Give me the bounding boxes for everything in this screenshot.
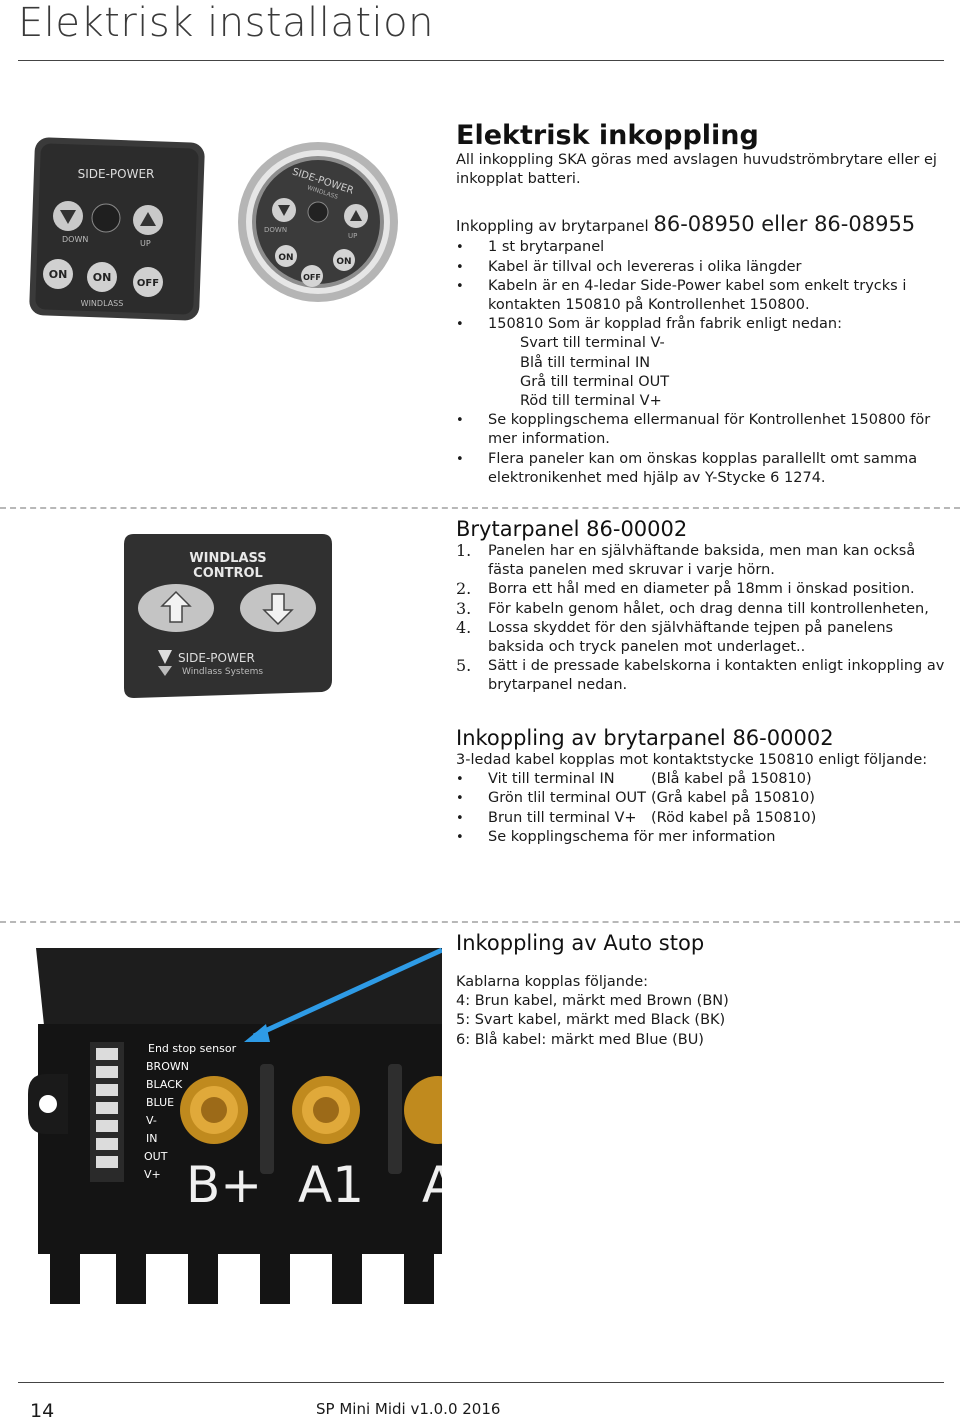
wiring-list: Vit till terminal IN(Blå kabel på 150810… bbox=[456, 770, 951, 847]
page-title: Elektrisk installation bbox=[18, 0, 434, 46]
sub-heading: Inkoppling av brytarpanel 86-08950 eller… bbox=[456, 212, 916, 237]
list-item: Se kopplingschema för mer information bbox=[456, 828, 951, 847]
panel-brand: SIDE-POWER bbox=[78, 167, 155, 181]
svg-text:V-: V- bbox=[146, 1114, 157, 1127]
svg-text:BROWN: BROWN bbox=[146, 1060, 189, 1073]
more-bullet-list: Se kopplingschema ellermanual för Kontro… bbox=[456, 411, 946, 488]
wiring-intro: 3-ledad kabel kopplas mot kontaktstycke … bbox=[456, 752, 928, 768]
svg-text:Windlass Systems: Windlass Systems bbox=[182, 667, 263, 677]
svg-text:B+: B+ bbox=[186, 1156, 262, 1214]
svg-text:DOWN: DOWN bbox=[62, 235, 88, 244]
svg-text:SIDE-POWER: SIDE-POWER bbox=[178, 651, 255, 665]
svg-text:ON: ON bbox=[93, 271, 112, 284]
svg-text:DOWN: DOWN bbox=[264, 226, 287, 234]
list-item: Flera paneler kan om önskas kopplas para… bbox=[456, 450, 946, 488]
svg-text:V+: V+ bbox=[144, 1168, 161, 1181]
section-heading: Brytarpanel 86-00002 bbox=[456, 517, 688, 541]
control-unit-photo: End stop sensor BROWN BLACK BLUE V- IN O… bbox=[28, 944, 442, 1304]
list-item: Brun till terminal V+(Röd kabel på 15081… bbox=[456, 809, 951, 828]
svg-text:CONTROL: CONTROL bbox=[193, 566, 263, 581]
svg-text:WINDLASS: WINDLASS bbox=[81, 299, 124, 308]
section-electric-connection: Elektrisk inkoppling All inkoppling SKA … bbox=[456, 120, 946, 488]
svg-text:UP: UP bbox=[348, 232, 357, 240]
list-item: Kabeln är en 4-ledar Side-Power kabel so… bbox=[456, 277, 946, 315]
svg-text:A1: A1 bbox=[298, 1156, 364, 1214]
svg-text:OFF: OFF bbox=[303, 273, 321, 282]
section-switch-panel: Brytarpanel 86-00002 1.Panelen har en sj… bbox=[456, 516, 951, 696]
panel-bullet-list: 1 st brytarpanel Kabel är tillval och le… bbox=[456, 238, 946, 334]
list-item: Se kopplingschema ellermanual för Kontro… bbox=[456, 411, 946, 449]
svg-text:ON: ON bbox=[49, 268, 68, 281]
svg-text:ON: ON bbox=[336, 257, 351, 267]
svg-text:BLACK: BLACK bbox=[146, 1078, 183, 1091]
list-item: 2.Borra ett hål med en diameter på 18mm … bbox=[456, 579, 915, 599]
list-item: Kabel är tillval och levereras i olika l… bbox=[456, 258, 946, 277]
square-switch-panel-image: SIDE-POWER DOWN UP ON ON OFF WINDLASS bbox=[29, 137, 205, 321]
svg-text:IN: IN bbox=[146, 1132, 157, 1145]
section-heading: Inkoppling av Auto stop bbox=[456, 931, 705, 955]
safety-intro: All inkoppling SKA göras med avslagen hu… bbox=[456, 152, 937, 188]
section-divider bbox=[0, 507, 960, 509]
svg-text:OUT: OUT bbox=[144, 1150, 168, 1163]
list-item: 1 st brytarpanel bbox=[456, 238, 946, 257]
list-item: 150810 Som är kopplad från fabrik enligt… bbox=[456, 315, 946, 334]
auto-stop-line: 4: Brun kabel, märkt med Brown (BN) bbox=[456, 993, 729, 1010]
install-steps: 1.Panelen har en självhäftande baksida, … bbox=[456, 541, 951, 696]
section-heading: Elektrisk inkoppling bbox=[456, 120, 759, 151]
svg-text:OFF: OFF bbox=[137, 278, 159, 289]
svg-text:ON: ON bbox=[278, 253, 293, 263]
windlass-control-panel-image: WINDLASS CONTROL SIDE-POWER Windlass Sys… bbox=[124, 534, 332, 698]
svg-text:BLUE: BLUE bbox=[146, 1096, 174, 1109]
terminal-line: Blå till terminal IN bbox=[520, 354, 651, 371]
section-switch-panel-wiring: Inkoppling av brytarpanel 86-00002 3-led… bbox=[456, 725, 951, 847]
list-item: Grön tlil terminal OUT(Grå kabel på 1508… bbox=[456, 789, 951, 808]
list-item: 3.För kabeln genom hålet, och drag denna… bbox=[456, 598, 929, 618]
list-item: Vit till terminal IN(Blå kabel på 150810… bbox=[456, 770, 951, 789]
auto-stop-line: 5: Svart kabel, märkt med Black (BK) bbox=[456, 1012, 726, 1029]
svg-text:UP: UP bbox=[140, 239, 151, 248]
section-heading: Inkoppling av brytarpanel 86-00002 bbox=[456, 726, 834, 750]
terminal-line: Röd till terminal V+ bbox=[520, 393, 662, 410]
svg-text:A: A bbox=[422, 1156, 442, 1214]
auto-stop-line: 6: Blå kabel: märkt med Blue (BU) bbox=[456, 1031, 704, 1048]
footer-rule bbox=[18, 1382, 944, 1383]
footer-doc-title: SP Mini Midi v1.0.0 2016 bbox=[316, 1400, 501, 1418]
list-item: 5.Sätt i de pressade kabelskorna i konta… bbox=[456, 656, 945, 694]
section-divider bbox=[0, 921, 960, 923]
terminal-line: Grå till terminal OUT bbox=[520, 373, 670, 390]
auto-stop-line: Kablarna kopplas följande: bbox=[456, 974, 649, 990]
list-item: 1.Panelen har en självhäftande baksida, … bbox=[456, 541, 916, 579]
title-rule bbox=[18, 60, 944, 61]
svg-text:End stop sensor: End stop sensor bbox=[148, 1042, 237, 1055]
terminal-line: Svart till terminal V- bbox=[520, 335, 665, 352]
svg-text:WINDLASS: WINDLASS bbox=[189, 551, 266, 566]
list-item: 4.Lossa skyddet för den självhäftande te… bbox=[456, 617, 894, 656]
page-number: 14 bbox=[30, 1400, 55, 1422]
round-switch-panel-image: SIDE-POWER WINDLASS DOWN UP ON OFF ON bbox=[238, 142, 398, 302]
section-auto-stop: Inkoppling av Auto stop Kablarna kopplas… bbox=[456, 930, 951, 1050]
